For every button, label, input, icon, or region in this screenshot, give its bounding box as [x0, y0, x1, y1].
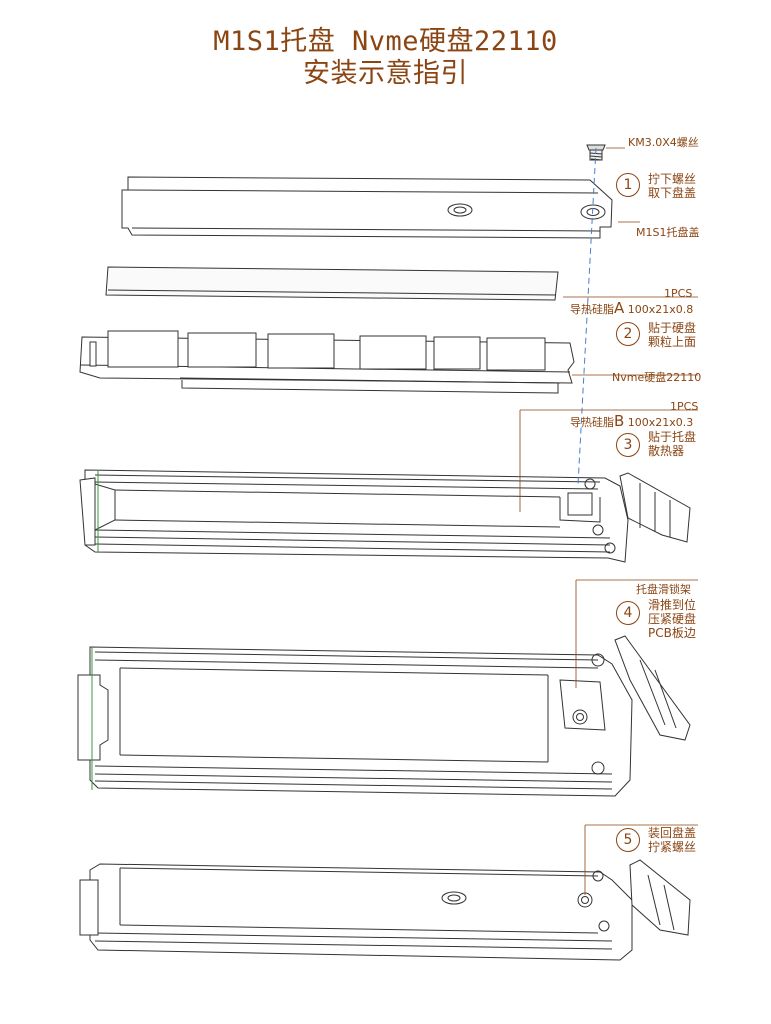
pad-b-qty-label: 1PCS	[670, 400, 699, 413]
ssd-label: Nvme硬盘22110	[612, 371, 702, 384]
tray-step-5	[79, 859, 691, 961]
nvme-ssd-part	[79, 330, 575, 394]
latch-label: 托盘滑锁架	[636, 583, 691, 596]
tray-step-4	[77, 635, 691, 797]
step-5-badge: 5	[616, 828, 640, 852]
step-2-badge: 2	[616, 322, 640, 346]
step-4-badge: 4	[616, 601, 640, 625]
tray-step-3	[79, 469, 691, 563]
step-1-badge: 1	[616, 173, 640, 197]
step-3-text: 贴于托盘散热器	[648, 430, 697, 458]
page-title-line-1: M1S1托盘 Nvme硬盘22110	[213, 26, 558, 57]
thermal-pad-a-part	[105, 266, 559, 301]
pad-a-name-label: 导热硅脂A 100x21x0.8	[570, 299, 694, 317]
alignment-guide-line	[577, 147, 597, 486]
pad-a-qty-label: 1PCS	[664, 287, 693, 300]
pad-b-name-label: 导热硅脂B 100x21x0.3	[570, 412, 694, 430]
step-2-text: 贴于硬盘颗粒上面	[648, 321, 697, 349]
step-5-text: 装回盘盖拧紧螺丝	[648, 826, 697, 854]
screw-label: KM3.0X4螺丝	[628, 136, 699, 149]
step-1-text: 拧下螺丝取下盘盖	[648, 172, 697, 200]
page-title-line-2: 安装示意指引	[303, 58, 468, 89]
cover-label: M1S1托盘盖	[636, 226, 700, 239]
tray-cover-part	[121, 176, 613, 239]
step-3-badge: 3	[616, 433, 640, 457]
